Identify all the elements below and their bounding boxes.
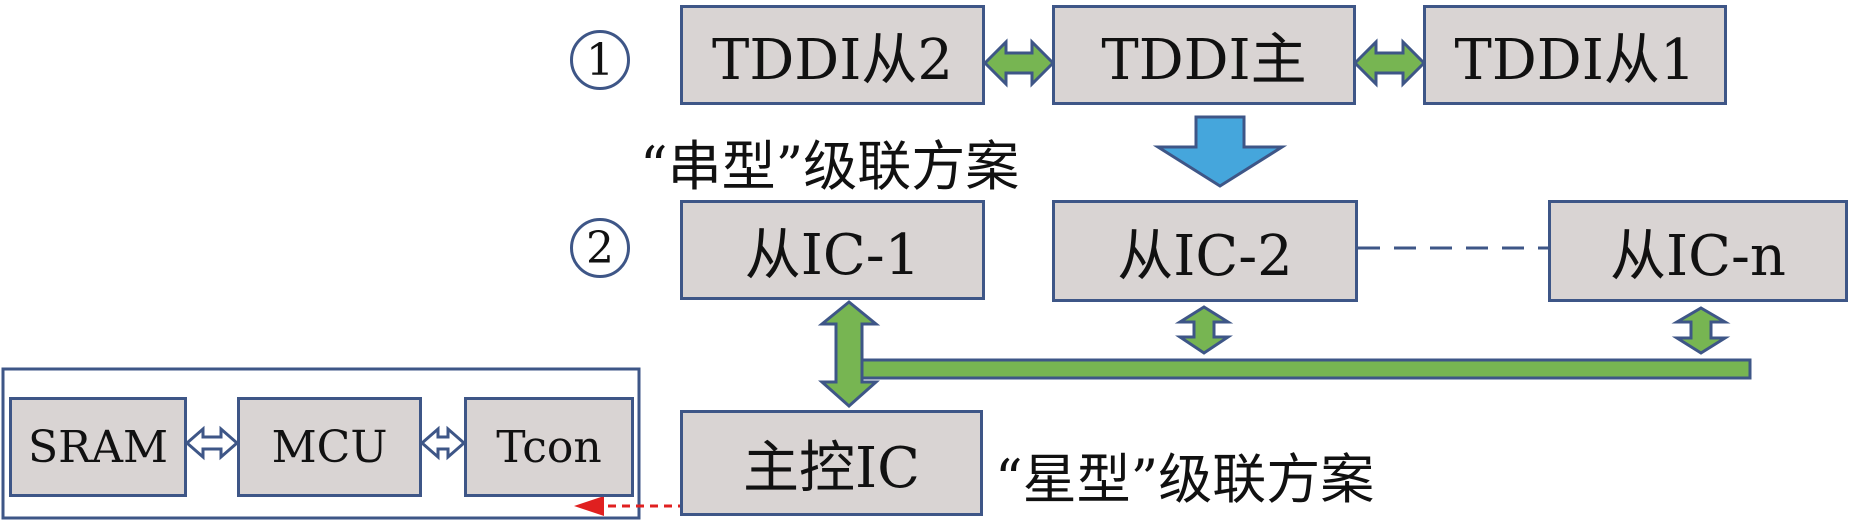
box-slave-ic-n: 从IC-n xyxy=(1548,200,1848,302)
marker-2: 2 xyxy=(570,218,630,278)
double-arrow-master-slave1 xyxy=(1352,38,1427,88)
block-tcon: Tcon xyxy=(464,397,634,497)
box-tddi-master: TDDI主 xyxy=(1052,5,1356,105)
box-slave-ic-1: 从IC-1 xyxy=(680,200,985,300)
vertical-arrow-slave2 xyxy=(1174,305,1234,355)
box-master-ic: 主控IC xyxy=(680,410,983,516)
down-arrow xyxy=(1152,115,1288,188)
block-mcu: MCU xyxy=(237,397,422,497)
box-slave-ic-2: 从IC-2 xyxy=(1052,200,1358,302)
marker-1: 1 xyxy=(570,30,630,90)
double-arrow-slave2-master xyxy=(982,38,1056,88)
vertical-arrow-slaven xyxy=(1671,306,1731,355)
box-tddi-slave-1: TDDI从1 xyxy=(1423,5,1727,105)
red-arrowhead xyxy=(574,496,604,516)
box-tddi-slave-2: TDDI从2 xyxy=(680,5,985,105)
block-sram: SRAM xyxy=(9,397,187,497)
vertical-arrow-slave1 xyxy=(817,300,881,409)
star-caption: “星型”级联方案 xyxy=(995,448,1375,511)
serial-caption: “串型”级联方案 xyxy=(640,135,1020,198)
star-bus xyxy=(848,358,1752,380)
